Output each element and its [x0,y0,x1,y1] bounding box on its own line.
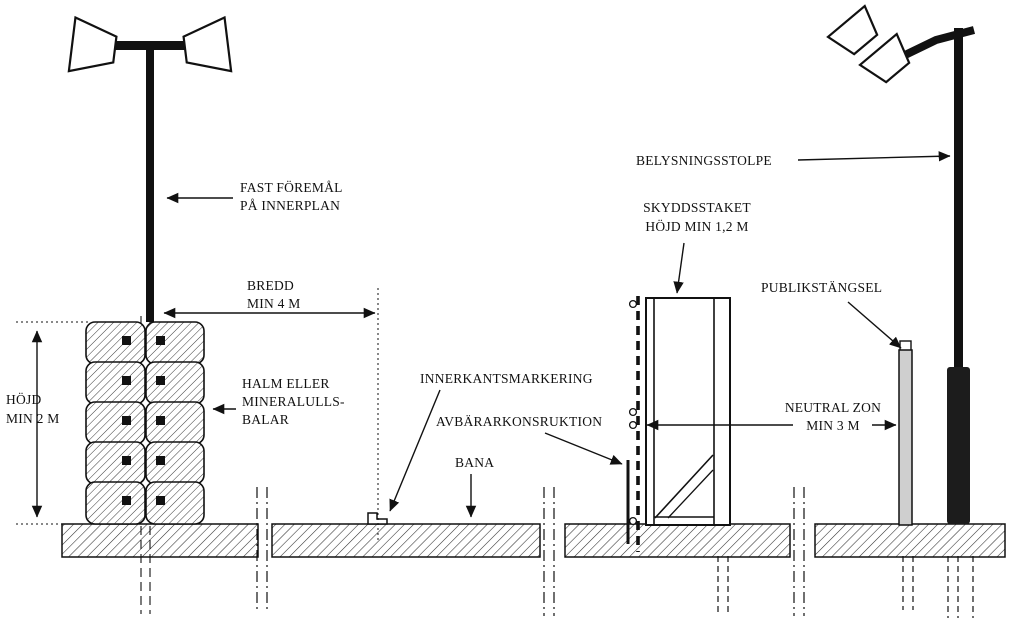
mast-pole [146,44,154,322]
label-fast-foremal-line2: PÅ INNERPLAN [240,198,340,213]
lighting-pole-label: BELYSNINGSSTOLPE [636,151,951,168]
height-dimension: HÖJD MIN 2 M [6,321,88,525]
lighting-pole [826,4,976,524]
deflector-construction [626,296,640,552]
ground-segment-1 [61,523,259,558]
label-publikstangsel: PUBLIKSTÄNGSEL [761,280,882,295]
ground-segment-4 [814,523,1006,558]
width-dimension: BREDD MIN 4 M [163,278,379,540]
label-halm-line1: HALM ELLER [242,376,330,391]
label-fast-foremal-line1: FAST FÖREMÅL [240,180,343,195]
label-hojd-line2: MIN 2 M [6,411,60,426]
lighting-pole-bracket [901,26,976,60]
label-skyddsstaket-line2: HÖJD MIN 1,2 M [645,219,748,234]
foundation-dashed-lines [717,556,974,618]
public-fence-label: PUBLIKSTÄNGSEL [761,280,902,349]
fence-diagonal-brace [654,454,714,519]
floodlight-lower-icon [858,32,911,84]
fixed-object-label: FAST FÖREMÅL PÅ INNERPLAN [166,180,343,213]
bales-label: HALM ELLER MINERALULLS- BALAR [212,376,345,427]
mast-crossbar [111,41,189,50]
inner-edge-label: INNERKANTSMARKERING [389,371,593,512]
lighting-pole-shaft [954,28,963,524]
track-label: BANA [455,455,494,518]
label-skyddsstaket-line1: SKYDDSSTAKET [643,200,751,215]
ground-segment-2 [271,523,541,558]
ground-segment-3 [564,523,791,558]
floodlight-left-icon [67,15,118,73]
deflector-label: AVBÄRARKONSRUKTION [436,414,623,465]
section-break-lines [256,487,805,616]
bale-fastener-clips [122,336,165,505]
label-belysningsstolpe: BELYSNINGSSTOLPE [636,153,772,168]
label-bredd-line1: BREDD [247,278,294,293]
floodlight-mast [67,15,233,322]
label-halm-line2: MINERALULLS- [242,394,345,409]
lighting-pole-base-sleeve [947,367,970,524]
label-bana: BANA [455,455,494,470]
protective-fence-label: SKYDDSSTAKET HÖJD MIN 1,2 M [643,200,751,294]
floodlight-right-icon [182,15,233,73]
label-avbararkonsruktion: AVBÄRARKONSRUKTION [436,414,602,429]
label-neutral-zon-line1: NEUTRAL ZON [785,400,881,415]
label-hojd-line1: HÖJD [6,392,42,407]
floodlight-upper-icon [826,4,879,56]
label-halm-line3: BALAR [242,412,289,427]
public-fence-post [898,349,913,526]
neutral-zone-dimension: NEUTRAL ZON MIN 3 M [646,400,897,433]
inner-edge-curb [367,512,388,525]
label-innerkantsmarkering: INNERKANTSMARKERING [420,371,593,386]
protective-fence [645,297,731,526]
label-neutral-zon-line2: MIN 3 M [806,418,860,433]
label-bredd-line2: MIN 4 M [247,296,301,311]
deflector-fixing-rings [628,299,638,526]
public-fence [898,340,913,526]
bale-stack [85,321,205,525]
